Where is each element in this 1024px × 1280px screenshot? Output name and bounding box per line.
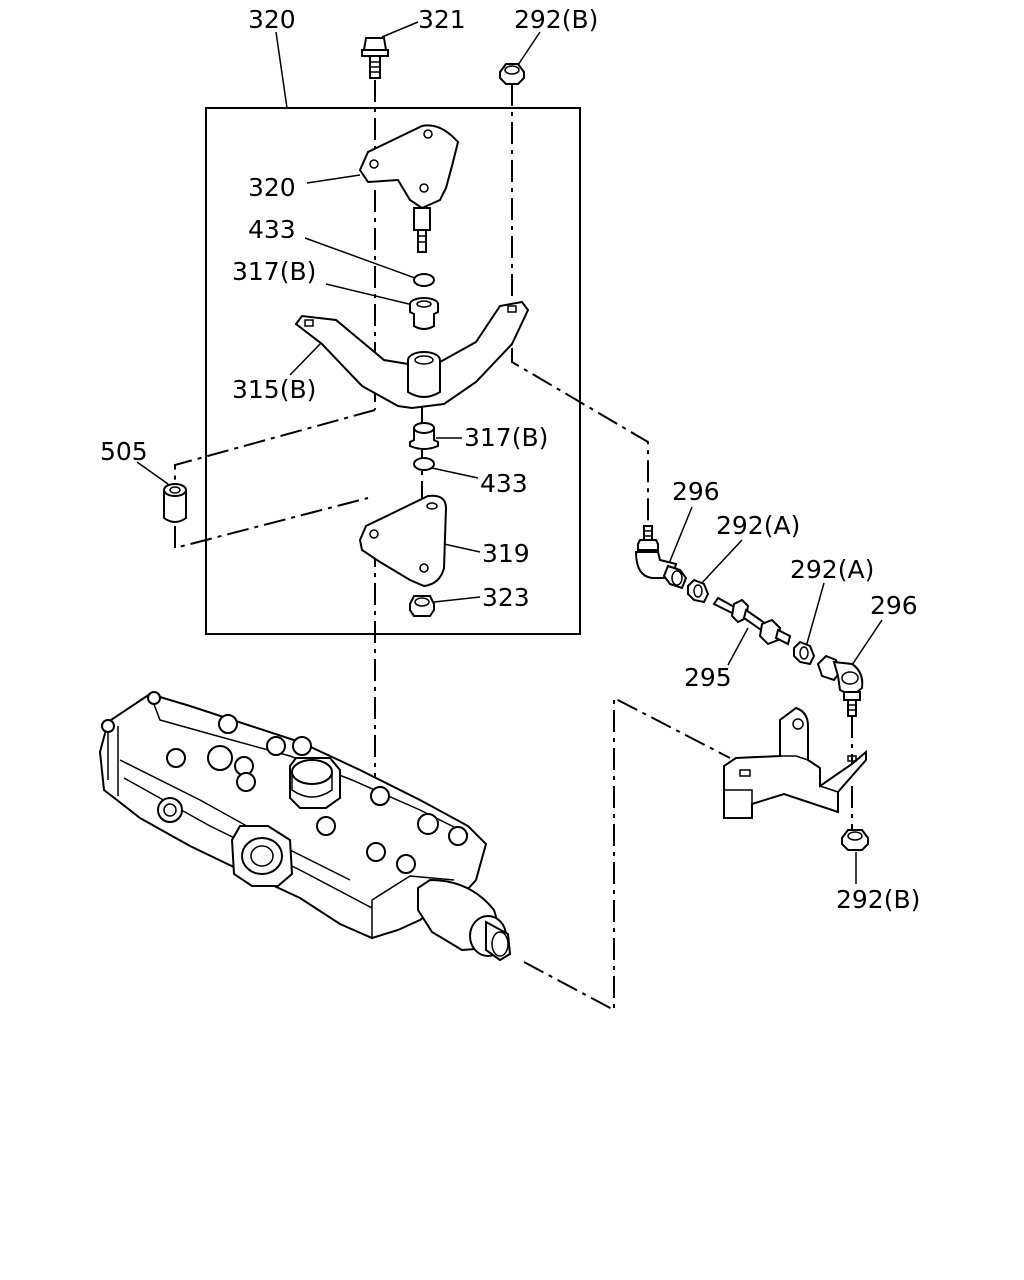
- callout-320: 320: [248, 173, 296, 202]
- callout-433-upper: 433: [248, 215, 296, 244]
- callout-296-left: 296: [672, 477, 720, 506]
- callout-323: 323: [482, 583, 530, 612]
- nut-292b-bottom-icon: [841, 829, 869, 851]
- o-ring-433-lower-icon: [413, 457, 435, 471]
- nut-323-icon: [409, 595, 435, 617]
- callout-292a-right: 292(A): [790, 555, 874, 584]
- assembly-group-frame: [205, 107, 581, 635]
- rod-295-icon: [712, 596, 792, 646]
- ball-joint-296-right-icon: [816, 654, 864, 717]
- callout-433-lower: 433: [480, 469, 528, 498]
- callout-505: 505: [100, 437, 148, 466]
- callout-295: 295: [684, 663, 732, 692]
- ball-joint-296-left-icon: [634, 525, 688, 590]
- steering-gear-box-icon: [98, 691, 512, 962]
- nut-292a-left-icon: [687, 578, 710, 604]
- callout-315b: 315(B): [232, 375, 316, 404]
- bolt-321-icon: [361, 37, 389, 79]
- callout-292b-top: 292(B): [514, 5, 598, 34]
- callout-296-right: 296: [870, 591, 918, 620]
- nut-292b-top-icon: [499, 63, 525, 85]
- mounting-bracket-icon: [723, 706, 867, 819]
- callout-319: 319: [482, 539, 530, 568]
- callout-292b-bottom: 292(B): [836, 885, 920, 914]
- callout-320-group: 320: [248, 5, 296, 34]
- callout-292a-left: 292(A): [716, 511, 800, 540]
- bushing-317b-lower-icon: [409, 422, 439, 450]
- bracket-320-icon: [358, 124, 460, 253]
- lever-315b-icon: [294, 300, 530, 410]
- collar-505-icon: [163, 483, 187, 523]
- leader-lines: [136, 21, 883, 884]
- callout-labels: 320 321 292(B) 320 433 317(B) 315(B) 505…: [100, 5, 920, 914]
- o-ring-433-upper-icon: [413, 273, 435, 287]
- callout-317b-upper: 317(B): [232, 257, 316, 286]
- callout-321: 321: [418, 5, 466, 34]
- bracket-319-icon: [358, 494, 448, 588]
- callout-317b-lower: 317(B): [464, 423, 548, 452]
- nut-292a-right-icon: [793, 640, 816, 666]
- bushing-317b-upper-icon: [409, 297, 439, 330]
